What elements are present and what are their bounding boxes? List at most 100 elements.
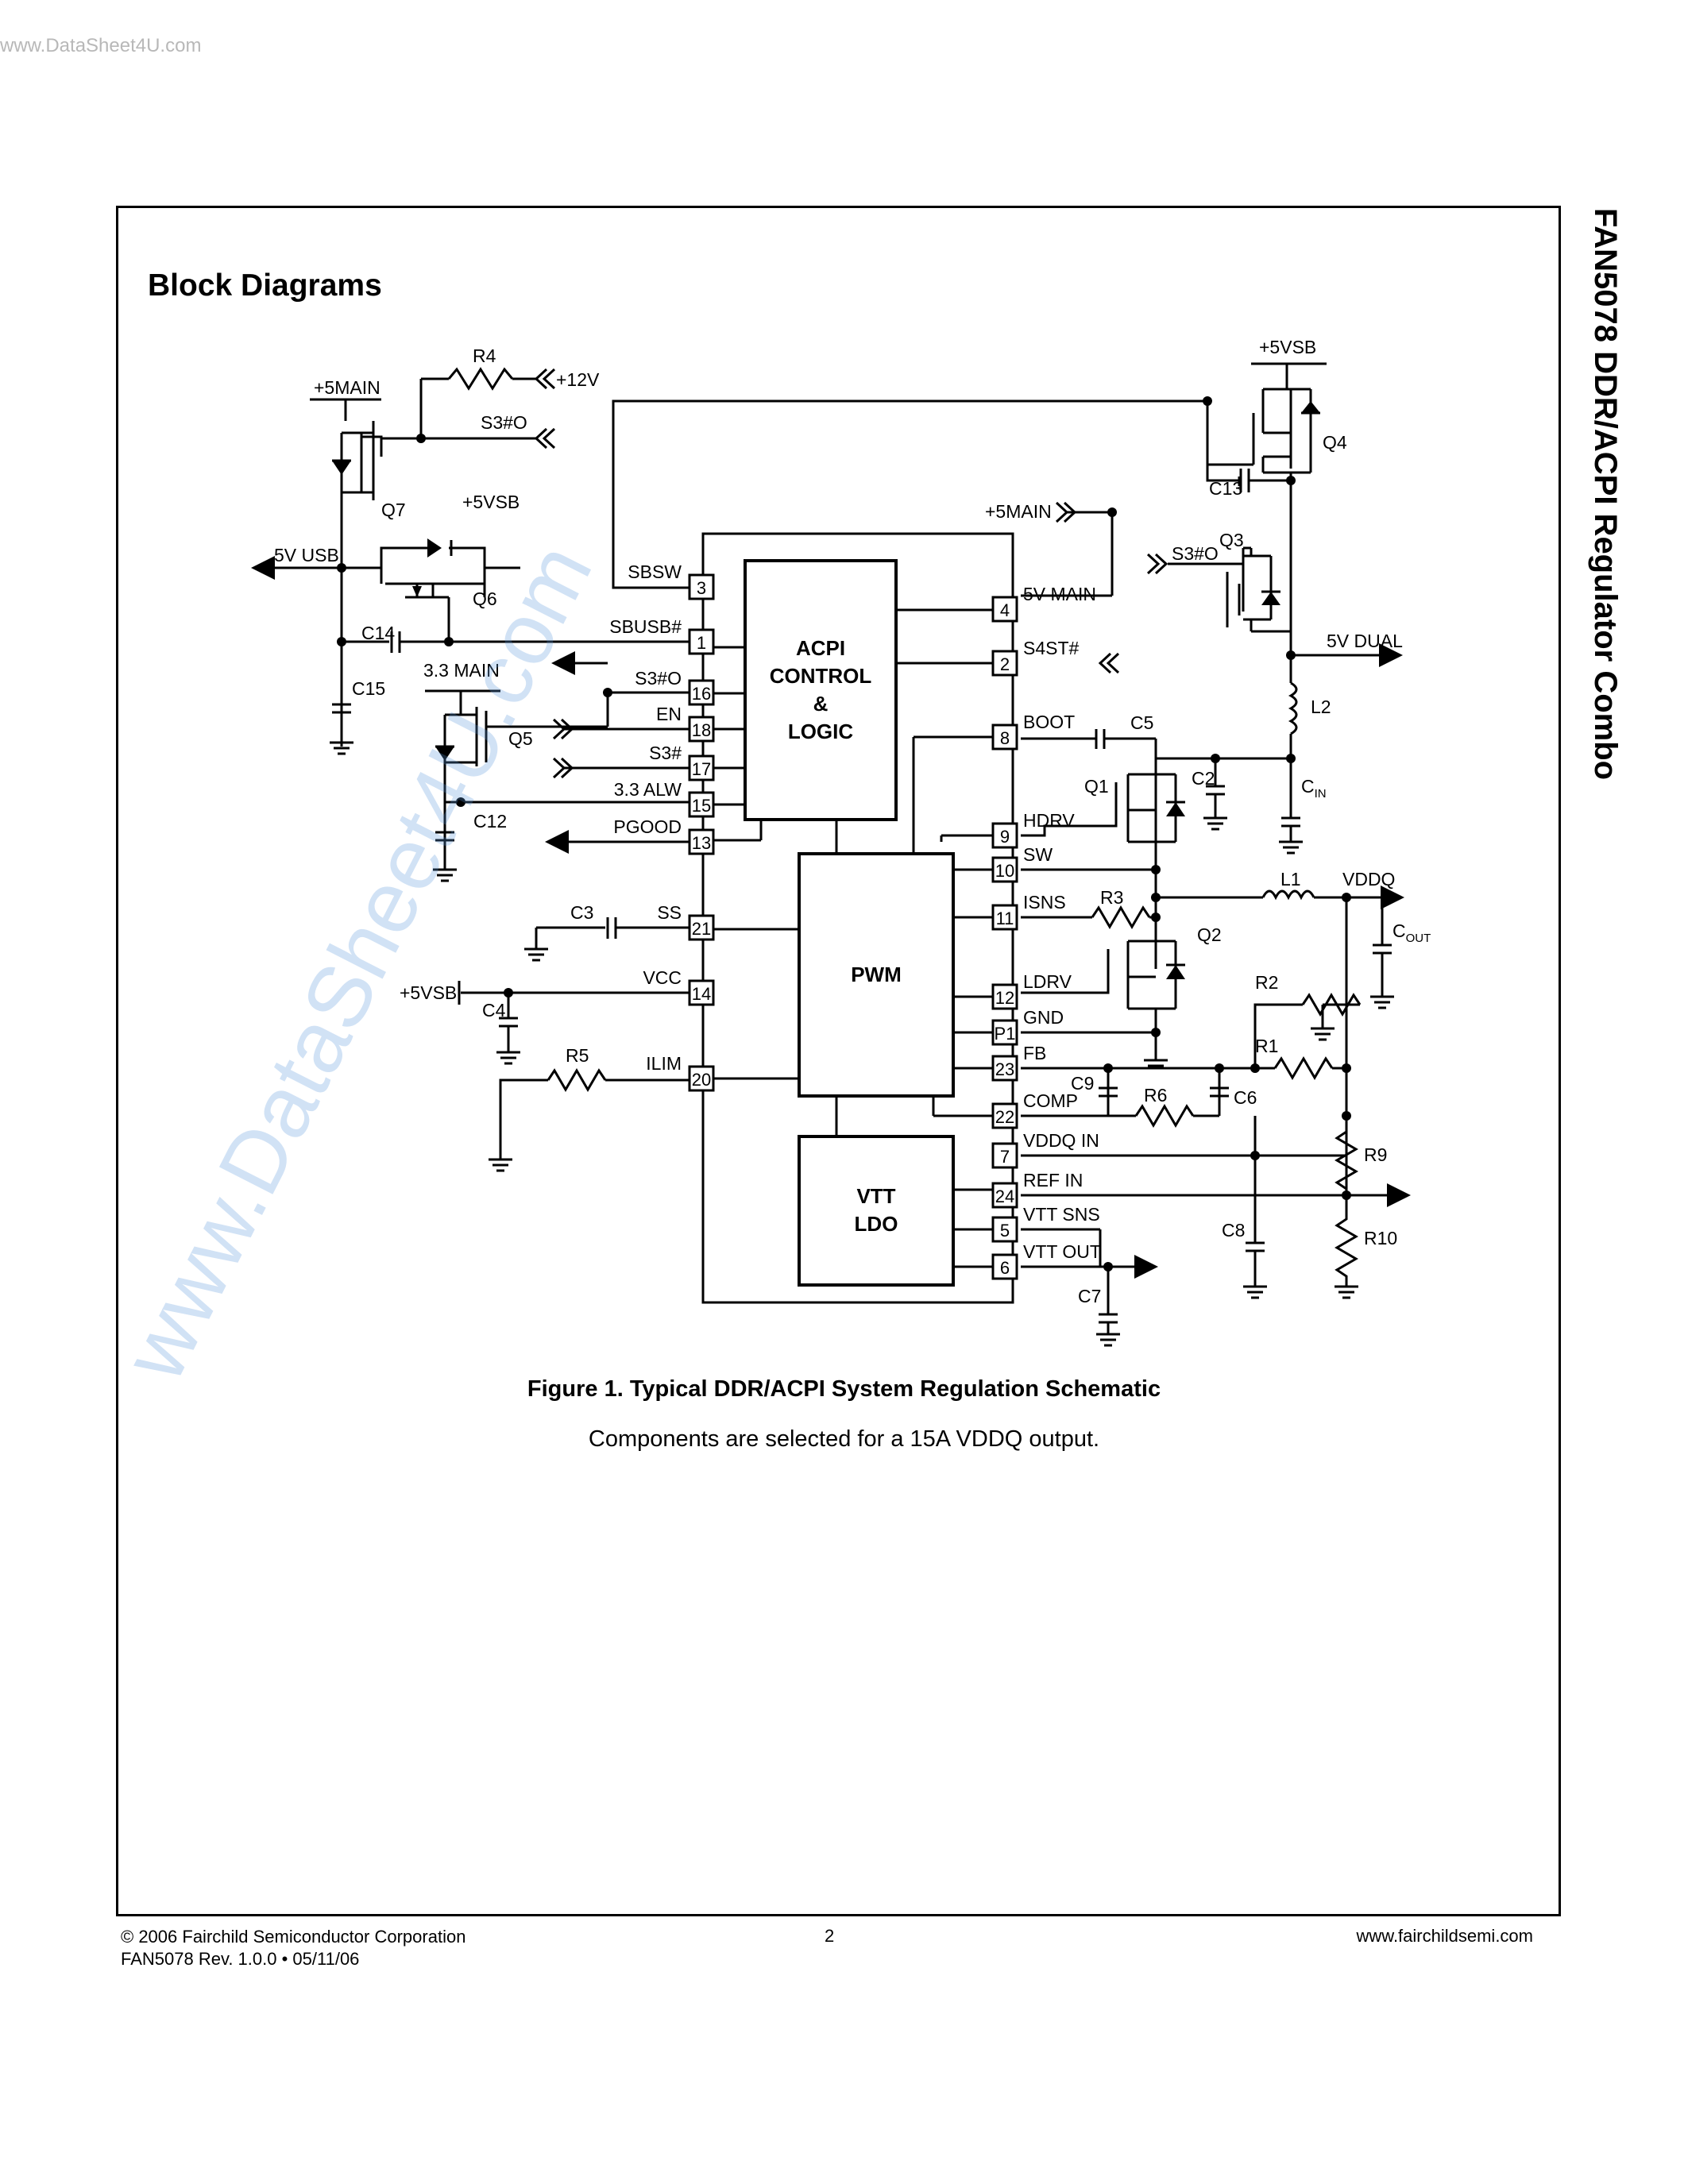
header-source-url[interactable]: www.DataSheet4U.com [0,35,202,56]
cin-label: CIN [1301,776,1327,801]
r3-label: R3 [1100,887,1123,908]
r9-label: R9 [1364,1144,1387,1165]
net-5main-right: +5MAIN [985,501,1052,522]
pin-name: SS [657,902,682,923]
vtt-label-1: VTT [856,1184,895,1208]
svg-text:14: 14 [692,984,711,1004]
svg-text:13: 13 [692,833,711,853]
net-5main-left: +5MAIN [314,377,380,398]
pin-name: SW [1023,844,1053,865]
c13-label: C13 [1209,478,1242,499]
c14-label: C14 [361,623,395,643]
pin-name: ISNS [1023,892,1066,913]
svg-text:P1: P1 [995,1024,1016,1044]
q4-label: Q4 [1323,432,1347,453]
l2-label: L2 [1311,696,1331,717]
vtt-block [798,1135,955,1287]
svg-text:6: 6 [1000,1258,1010,1278]
schematic-arrows [251,368,1411,1279]
r2-label: R2 [1255,972,1278,993]
svg-text:8: 8 [1000,728,1010,748]
pin-box: 14 [688,979,715,1006]
content-frame [116,206,1561,1916]
pin-box: 3 [688,573,715,600]
svg-text:22: 22 [995,1107,1014,1127]
side-title-text: FAN5078 DDR/ACPI Regulator Combo [1588,208,1623,781]
svg-text:24: 24 [995,1187,1014,1206]
pin-box: 24 [991,1182,1018,1209]
net-s3o-right: S3#O [1172,543,1219,564]
section-title: Block Diagrams [148,268,382,303]
c5-label: C5 [1130,712,1153,733]
c2-label: C2 [1192,768,1215,789]
pin-box: 13 [688,828,715,855]
vtt-label-2: LDO [855,1212,898,1236]
c9-label: C9 [1071,1073,1094,1094]
svg-text:10: 10 [995,861,1014,881]
pin-box: 15 [688,791,715,818]
svg-text:16: 16 [692,684,711,704]
schematic-svg: 3 1 16 18 17 15 13 21 14 20 SBSW SBUSB# … [251,337,1431,1347]
pin-name: GND [1023,1007,1064,1028]
pin-box: P1 [991,1019,1018,1046]
pin-name: VCC [643,967,682,988]
svg-text:17: 17 [692,759,711,779]
net-5vsb-vcc: +5VSB [400,982,457,1003]
pin-name: HDRV [1023,810,1075,831]
pin-name: VTT SNS [1023,1204,1100,1225]
footer-page-number: 2 [825,1926,835,1946]
q3-label: Q3 [1219,530,1244,550]
q5-label: Q5 [508,728,533,749]
pin-box: 12 [991,983,1018,1010]
svg-text:12: 12 [995,988,1014,1008]
c12-label: C12 [473,811,507,832]
pin-name: VTT OUT [1023,1241,1101,1262]
q2-label: Q2 [1197,924,1222,945]
acpi-label-2: CONTROL [770,664,872,688]
diode-symbols [332,401,1320,979]
pin-box: 18 [688,716,715,743]
pin-name: SBUSB# [609,616,682,637]
net-vddq: VDDQ [1342,869,1395,889]
pin-box: 16 [688,679,715,706]
c7-label: C7 [1078,1286,1101,1306]
footer-left: © 2006 Fairchild Semiconductor Corporati… [121,1926,465,1970]
c4-label: C4 [482,1000,506,1021]
pin-name: S3#O [635,668,682,689]
pin-box: 1 [688,628,715,655]
cout-label: COUT [1393,920,1431,945]
c15-label: C15 [352,678,385,699]
svg-text:23: 23 [995,1059,1014,1079]
svg-text:2: 2 [1000,654,1010,674]
figure-caption: Figure 1. Typical DDR/ACPI System Regula… [527,1376,1161,1402]
footer-website[interactable]: www.fairchildsemi.com [1356,1926,1534,1946]
pin-name: REF IN [1023,1170,1083,1190]
acpi-block [744,559,898,821]
svg-text:7: 7 [1000,1147,1010,1167]
pin-name: 3.3 ALW [614,779,682,800]
svg-text:21: 21 [692,919,711,939]
net-s3o-top: S3#O [481,412,527,433]
pin-name: PGOOD [613,816,682,837]
pin-box: 11 [991,904,1018,931]
svg-text:20: 20 [692,1070,711,1090]
net-5vsb-left: +5VSB [462,492,520,512]
pin-box: 8 [991,723,1018,751]
svg-text:5: 5 [1000,1221,1010,1241]
net-33main: 3.3 MAIN [423,660,500,681]
pin-name: COMP [1023,1090,1078,1111]
junction-dots [337,396,1351,1271]
left-pin-boxes: 3 1 16 18 17 15 13 21 14 20 [688,573,715,1092]
q1-label: Q1 [1084,776,1109,797]
r4-label: R4 [473,345,496,366]
pin-box: 21 [688,914,715,941]
pin-name: S4ST# [1023,638,1080,658]
side-title: FAN5078 DDR/ACPI Regulator Combo [1577,208,1624,812]
pin-box: 7 [991,1142,1018,1169]
block-labels: ACPI CONTROL & LOGIC PWM VTT LDO [770,636,902,1236]
footer-copyright: © 2006 Fairchild Semiconductor Corporati… [121,1927,466,1947]
pin-name: BOOT [1023,712,1075,732]
r6-label: R6 [1144,1085,1167,1106]
svg-text:11: 11 [996,909,1014,928]
q6-label: Q6 [473,588,497,609]
